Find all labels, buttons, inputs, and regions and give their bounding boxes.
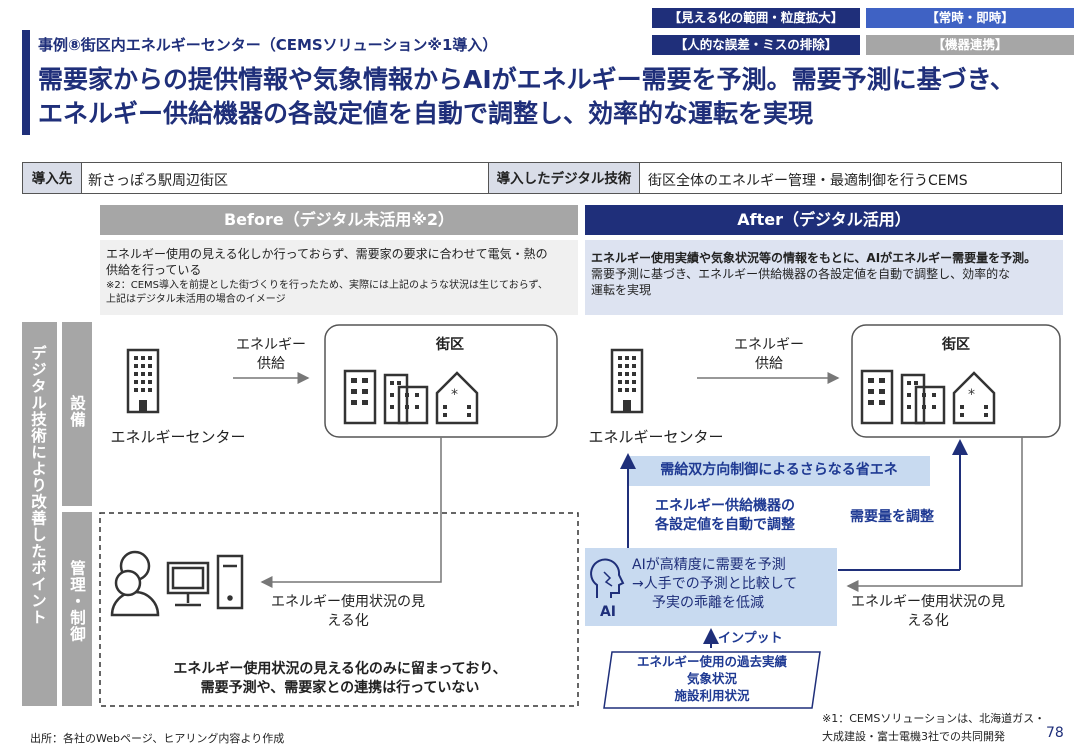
people-icon [110,550,160,617]
ai-line2: →人手での予測と比較して [632,576,798,592]
before-summary: エネルギー使用状況の見える化のみに留まっており、 需要予測や、需要家との連携は行… [120,660,560,698]
before-summary-line1: エネルギー使用状況の見える化のみに留まっており、 [173,661,507,677]
case-title: 事例⑧街区内エネルギーセンター（CEMSソリューション※1導入） [38,36,498,54]
auto-adjust-label: エネルギー供給機器の 各設定値を自動で調整 [640,497,810,535]
tag-always-realtime: 【常時・即時】 [866,8,1074,28]
input-label: インプット [718,631,783,646]
cems-footnote: ※1：CEMSソリューションは、北海道ガス・ 大成建設・富士電機3社での共同開発 [822,710,1045,746]
bidirectional-label: 需給双方向制御によるさらなる省エネ [660,462,898,478]
input-list: エネルギー使用の過去実績 気象状況 施設利用状況 [612,653,812,704]
after-district-box [851,324,1061,438]
before-district-label: 街区 [436,337,464,353]
input-box [603,651,821,709]
after-supply-label: エネルギー供給 [734,337,804,372]
after-desc-line2: 需要予測に基づき、エネルギー供給機器の各設定値を自動で調整し、効率的な [591,267,1011,281]
source-note: 出所：各社のWebページ、ヒアリング内容より作成 [30,732,285,745]
auto-adjust-line2: 各設定値を自動で調整 [655,517,795,533]
before-district-buildings-icon [343,369,479,425]
before-summary-line2: 需要予測や、需要家との連携は行っていない [200,680,480,696]
side-management-band [62,512,92,706]
destination-value: 新さっぽろ駅周辺街区 [88,173,228,189]
after-visualization-arrow [846,437,1023,592]
before-header: Before（デジタル未活用※2） [100,205,578,235]
after-energy-center-label: エネルギーセンター [588,428,724,446]
side-management-label: 管理・制御 [68,560,86,643]
page-number: 78 [1046,725,1064,741]
tech-label: 導入したデジタル技術 [488,162,640,194]
after-district-buildings-icon [860,369,996,425]
after-header: After（デジタル活用） [585,205,1063,235]
ai-label: AI [599,604,617,620]
computer-icon [166,554,244,610]
before-energy-center-label: エネルギーセンター [110,428,246,446]
before-visualization-label: エネルギー使用状況の見える化 [271,594,425,629]
after-desc-line3: 運転を実現 [591,283,652,297]
before-note-line2: 上記はデジタル未活用の場合のイメージ [106,294,286,305]
before-supply-label: エネルギー供給 [236,337,306,372]
after-visualization-label: エネルギー使用状況の見える化 [851,594,1005,629]
title-accent-bar [22,30,30,135]
side-main-band [22,322,57,706]
after-desc-line1: エネルギー使用実績や気象状況等の情報をもとに、AIがエネルギー需要量を予測。 [591,251,1037,265]
side-main-label: デジタル技術により改善したポイント [29,345,47,626]
ai-box [585,548,837,626]
ai-line1: AIが高精度に需要を予測 [632,557,786,573]
before-note-line1: ※2：CEMS導入を前提とした街づくりを行ったため、実際には上記のような状況は生… [106,280,548,291]
demand-adjust-label: 需要量を調整 [850,509,934,525]
input-item: 気象状況 [686,671,737,686]
before-description: エネルギー使用の見える化しか行っておらず、需要家の要求に合わせて電気・熱の 供給… [100,240,578,315]
ai-text: AIが高精度に需要を予測 →人手での予測と比較して 予実の乖離を低減 [632,556,832,613]
tag-human-error: 【人的な誤差・ミスの排除】 [652,35,860,55]
bidirectional-bar [628,456,930,486]
side-equipment-label: 設備 [68,395,86,428]
tech-value: 街区全体のエネルギー管理・最適制御を行うCEMS [648,173,968,189]
ai-line3: 予実の乖離を低減 [652,595,764,611]
destination-label: 導入先 [22,162,82,194]
after-energy-center-icon [610,348,644,414]
input-item: エネルギー使用の過去実績 [636,654,787,669]
before-desc-line1: エネルギー使用の見える化しか行っておらず、需要家の要求に合わせて電気・熱の [106,247,548,261]
cems-footnote-line2: 大成建設・富士電機3社での共同開発 [822,730,1005,743]
headline: 需要家からの提供情報や気象情報からAIがエネルギー需要を予測。需要予測に基づき、… [38,63,1015,131]
ai-head-icon [590,558,625,598]
headline-line1: 需要家からの提供情報や気象情報からAIがエネルギー需要を予測。需要予測に基づき、 [38,65,1015,94]
tag-visualization-scope: 【見える化の範囲・粒度拡大】 [652,8,860,28]
after-district-label: 街区 [942,337,970,353]
tag-device-link: 【機器連携】 [866,35,1074,55]
before-management-box [99,512,579,707]
after-description: エネルギー使用実績や気象状況等の情報をもとに、AIがエネルギー需要量を予測。 需… [585,240,1063,315]
cems-footnote-line1: ※1：CEMSソリューションは、北海道ガス・ [822,712,1046,725]
before-energy-center-icon [126,348,160,414]
side-equipment-band [62,322,92,506]
auto-adjust-line1: エネルギー供給機器の [655,498,795,514]
input-item: 施設利用状況 [674,688,750,703]
before-visualization-arrow [260,437,442,588]
headline-line2: エネルギー供給機器の各設定値を自動で調整し、効率的な運転を実現 [38,99,814,128]
before-desc-line2: 供給を行っている [106,263,202,277]
